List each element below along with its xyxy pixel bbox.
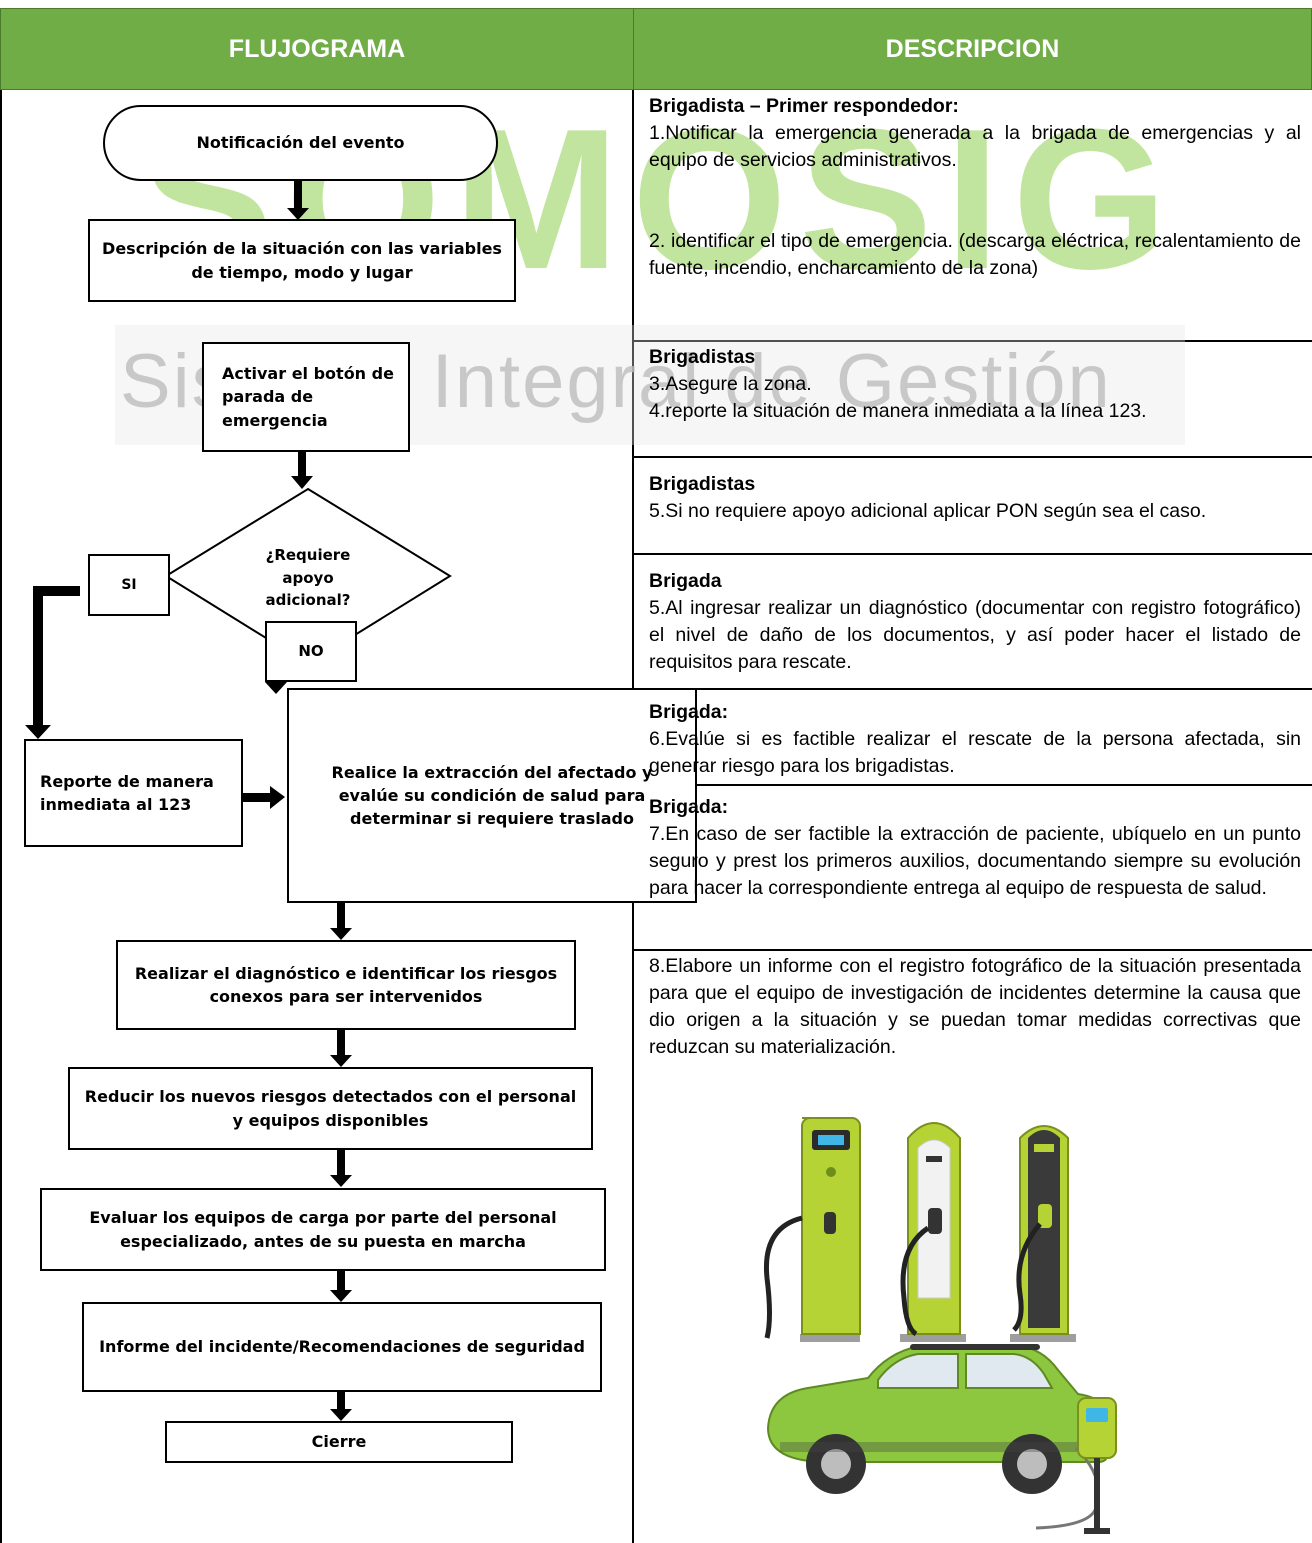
si-label-box: SI — [88, 554, 170, 616]
row-divider — [633, 949, 1312, 951]
desc-title: Brigadistas — [649, 473, 756, 495]
desc-paragraph: 1.Notificar la emergencia generada a la … — [649, 121, 1301, 171]
descripcion-process: Descripción de la situación con las vari… — [88, 219, 516, 302]
charger-white-icon — [900, 1122, 966, 1342]
desc-paragraph: 5.Al ingresar realizar un diagnóstico (d… — [649, 596, 1301, 673]
desc-section-1: Brigadista – Primer respondedor: 1.Notif… — [649, 93, 1301, 282]
desc-section-4: Brigada 5.Al ingresar realizar un diagnó… — [649, 568, 1301, 676]
desc-paragraph: 5.Si no requiere apoyo adicional aplicar… — [649, 499, 1207, 522]
desc-title: Brigada: — [649, 796, 729, 818]
electric-car-icon — [766, 1344, 1109, 1494]
desc-section-7: 8.Elabore un informe con el registro fot… — [649, 953, 1301, 1061]
desc-section-6: Brigada: 7.En caso de ser factible la ex… — [649, 794, 1301, 902]
desc-title: Brigadista – Primer respondedor: — [649, 95, 959, 117]
desc-section-5: Brigada: 6.Evalúe si es factible realiza… — [649, 699, 1301, 780]
desc-title: Brigada — [649, 570, 722, 592]
cierre-terminator: Cierre — [165, 1421, 513, 1463]
evaluar-equipos-process: Evaluar los equipos de carga por parte d… — [40, 1188, 606, 1271]
desc-title: Brigada: — [649, 701, 729, 723]
flowchart-arrows — [25, 181, 452, 1421]
activar-boton-process: Activar el botón de parada de emergencia — [202, 342, 410, 452]
charger-green-icon — [763, 1117, 861, 1342]
desc-paragraph: 8.Elabore un informe con el registro fot… — [649, 955, 1301, 1058]
small-charger-icon — [1035, 1397, 1117, 1534]
desc-paragraph: 7.En caso de ser factible la extracción … — [649, 822, 1301, 899]
row-divider — [633, 340, 1312, 342]
extraccion-process: Realice la extracción del afectado y eva… — [287, 688, 697, 903]
desc-paragraph: 3.Asegure la zona. — [649, 372, 812, 395]
desc-paragraph: 2. identificar el tipo de emergencia. (d… — [649, 229, 1301, 279]
ev-charging-illustration — [763, 1117, 1117, 1534]
desc-section-3: Brigadistas 5.Si no requiere apoyo adici… — [649, 471, 1301, 525]
informe-process: Informe del incidente/Recomendaciones de… — [82, 1302, 602, 1392]
descripcion-header: DESCRIPCION — [633, 8, 1312, 90]
desc-title: Brigadistas — [649, 346, 756, 368]
row-divider — [633, 784, 1312, 786]
row-divider — [633, 553, 1312, 555]
no-label-box: NO — [265, 621, 357, 682]
desc-paragraph: 6.Evalúe si es factible realizar el resc… — [649, 727, 1301, 777]
descripcion-header-label: DESCRIPCION — [885, 34, 1060, 63]
row-divider — [633, 688, 1312, 690]
flujograma-header: FLUJOGRAMA — [0, 8, 634, 90]
notificacion-terminator: Notificación del evento — [103, 105, 498, 181]
flujograma-header-label: FLUJOGRAMA — [228, 34, 406, 63]
table-left-border — [0, 90, 2, 1543]
desc-section-2: Brigadistas 3.Asegure la zona. 4.reporte… — [649, 344, 1301, 425]
charger-dark-icon — [1010, 1125, 1076, 1342]
decision-label: ¿Requiere apoyo adicional? — [265, 546, 351, 610]
reporte-123-process: Reporte de manera inmediata al 123 — [24, 739, 243, 847]
diagnostico-process: Realizar el diagnóstico e identificar lo… — [116, 940, 576, 1030]
desc-paragraph: 4.reporte la situación de manera inmedia… — [649, 399, 1147, 422]
row-divider — [633, 456, 1312, 458]
reducir-riesgos-process: Reducir los nuevos riesgos detectados co… — [68, 1067, 593, 1150]
